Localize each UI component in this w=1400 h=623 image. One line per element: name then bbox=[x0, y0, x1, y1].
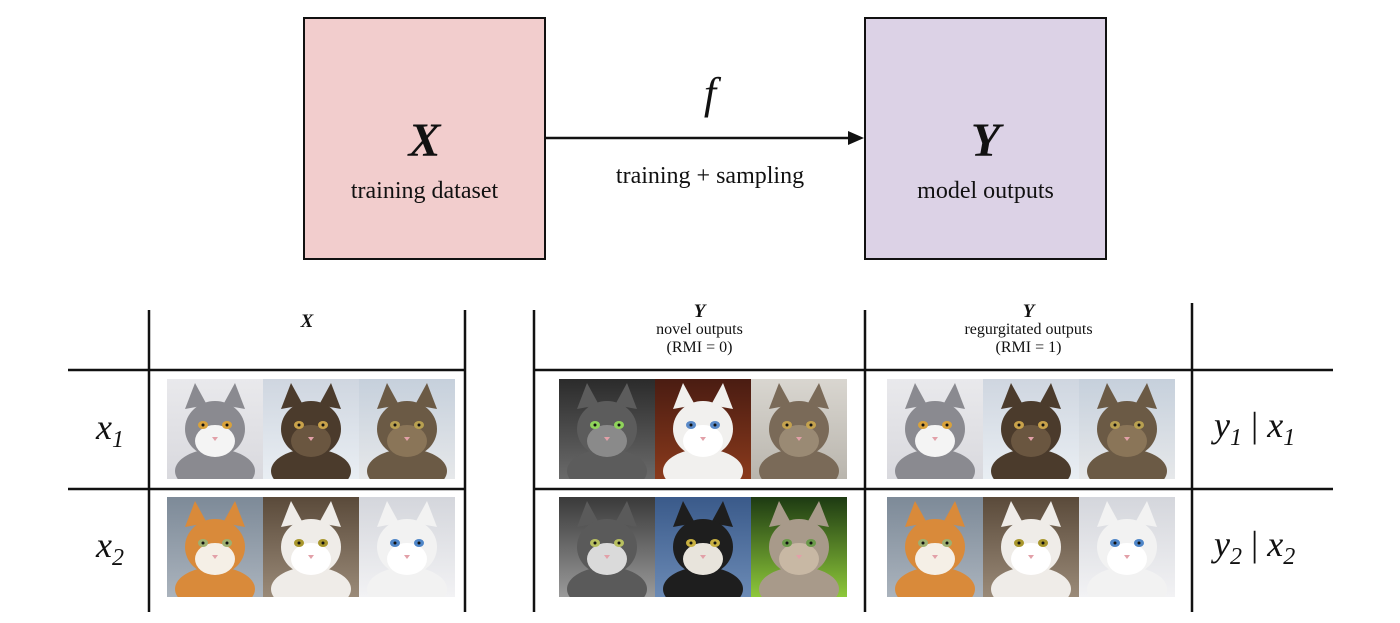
row1-novel-images bbox=[559, 379, 847, 479]
row1-x-var: x bbox=[96, 407, 112, 447]
row2-x-sub: 2 bbox=[111, 545, 124, 571]
row2-y-given-x-label: y2 | x2 bbox=[1214, 524, 1295, 577]
header-novel-symbol: Y bbox=[693, 301, 706, 322]
cat-photo-tabby-cat-lying bbox=[1079, 379, 1175, 479]
row1-given-bar: | bbox=[1250, 405, 1259, 445]
cat-photo-tabby-cat-lying bbox=[359, 379, 455, 479]
header-novel-outputs: Y novel outputs (RMI = 0) bbox=[534, 301, 865, 357]
cat-photo-white-cat-closeup bbox=[263, 497, 359, 597]
row2-y-sub: 2 bbox=[1229, 544, 1242, 570]
header-regurgitated-line2: (RMI = 1) bbox=[995, 339, 1062, 356]
header-regurgitated-symbol: Y bbox=[1022, 301, 1035, 322]
row2-cond-var: x bbox=[1267, 524, 1284, 564]
cat-photo-white-cat-odd-eyes bbox=[655, 379, 751, 479]
training-dataset-box: X training dataset bbox=[303, 17, 546, 260]
row1-training-images bbox=[167, 379, 455, 479]
model-outputs-box: Y model outputs bbox=[864, 17, 1107, 260]
y-symbol: Y bbox=[970, 114, 1001, 167]
row2-cond-sub: 2 bbox=[1283, 544, 1296, 570]
model-outputs-label: model outputs bbox=[917, 178, 1054, 204]
row1-regurgitated-images bbox=[887, 379, 1175, 479]
cat-photo-orange-white-cat bbox=[887, 497, 983, 597]
header-x: X bbox=[149, 311, 465, 332]
row2-regurgitated-images bbox=[887, 497, 1175, 597]
mapping-arrow bbox=[546, 131, 864, 145]
cat-photo-tabby-cat-standing bbox=[263, 379, 359, 479]
row1-cond-sub: 1 bbox=[1283, 425, 1296, 451]
x-symbol: X bbox=[408, 114, 441, 167]
row1-x-label: x1 bbox=[96, 407, 124, 460]
cat-photo-white-cat-closeup bbox=[983, 497, 1079, 597]
cat-photo-white-cat-blue-eye bbox=[359, 497, 455, 597]
row2-training-images bbox=[167, 497, 455, 597]
training-dataset-label: training dataset bbox=[350, 178, 499, 204]
header-novel-line2: (RMI = 0) bbox=[666, 339, 733, 356]
row1-cond-var: x bbox=[1267, 405, 1284, 445]
row1-y-given-x-label: y1 | x1 bbox=[1214, 405, 1295, 458]
cat-photo-grey-white-cat bbox=[167, 379, 263, 479]
arrow-caption: training + sampling bbox=[615, 163, 805, 189]
cat-photo-orange-white-cat bbox=[167, 497, 263, 597]
header-regurgitated-line1: regurgitated outputs bbox=[964, 321, 1093, 338]
header-x-symbol: X bbox=[300, 311, 314, 332]
cat-photo-tabby-cat-standing bbox=[983, 379, 1079, 479]
cat-photo-white-cat-blue-eye bbox=[1079, 497, 1175, 597]
cat-photo-grey-white-cat bbox=[887, 379, 983, 479]
cat-photo-bw-tabby-cat bbox=[559, 379, 655, 479]
row2-y-var: y bbox=[1214, 524, 1230, 564]
arrow-head bbox=[848, 131, 864, 145]
cat-photo-black-white-cat bbox=[655, 497, 751, 597]
row2-x-label: x2 bbox=[96, 525, 124, 578]
row2-novel-images bbox=[559, 497, 847, 597]
cat-photo-grey-cat-green-bg bbox=[751, 497, 847, 597]
row1-x-sub: 1 bbox=[111, 427, 124, 453]
row1-y-sub: 1 bbox=[1229, 425, 1242, 451]
cat-photo-bw-tabby-white-cat bbox=[559, 497, 655, 597]
row2-given-bar: | bbox=[1250, 524, 1259, 564]
row2-x-var: x bbox=[96, 525, 112, 565]
row1-y-var: y bbox=[1214, 405, 1230, 445]
cat-photo-tabby-cat-lying-2 bbox=[751, 379, 847, 479]
header-novel-line1: novel outputs bbox=[656, 321, 743, 338]
header-regurgitated-outputs: Y regurgitated outputs (RMI = 1) bbox=[865, 301, 1192, 357]
function-label: f bbox=[703, 69, 717, 118]
